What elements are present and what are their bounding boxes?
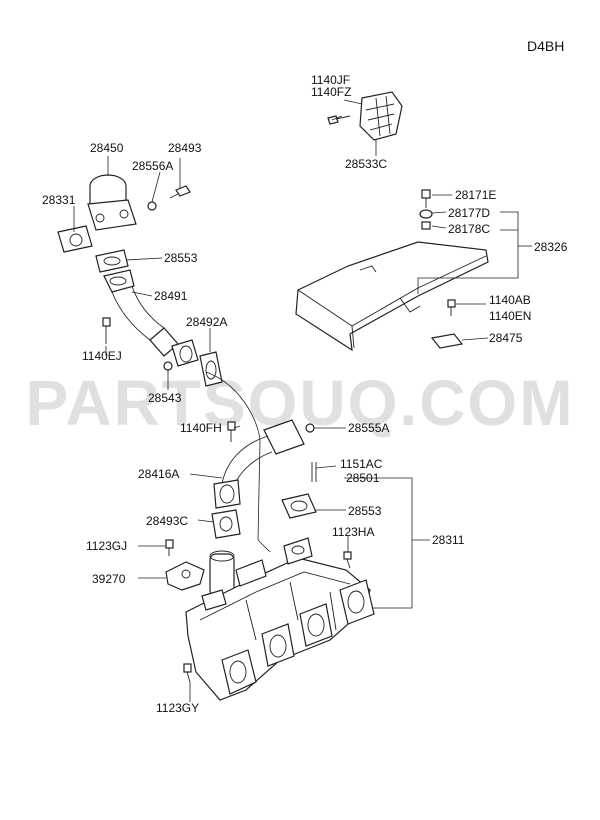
egr-pipe-28491-part	[103, 269, 199, 367]
label-28178c: 28178C	[448, 222, 490, 236]
egr-valve-28450-part	[87, 174, 137, 231]
nut-28543	[163, 361, 173, 371]
gasket-28553-top	[95, 249, 129, 273]
bracket-28475	[430, 333, 464, 349]
label-1140ab: 1140AB	[489, 293, 531, 307]
label-28491: 28491	[154, 289, 188, 303]
label-28533c: 28533C	[345, 157, 387, 171]
label-1140en: 1140EN	[489, 309, 531, 323]
washer-28177d	[419, 209, 433, 219]
gasket-28493c	[211, 509, 241, 539]
stud-28501	[311, 462, 317, 482]
nut-28556a	[147, 201, 157, 211]
label-28492a: 28492A	[186, 315, 227, 329]
label-28311: 28311	[432, 533, 465, 547]
label-28493: 28493	[168, 141, 202, 155]
egr-pipe-28416a-part	[213, 419, 305, 509]
watermark-text: PARTSOUQ.COM	[25, 367, 574, 439]
label-28501: 28501	[346, 471, 380, 485]
bolt-1123gj	[165, 539, 174, 556]
gasket-28331-part	[57, 225, 93, 253]
leader-lines	[73, 99, 532, 702]
label-28416a: 28416A	[138, 467, 179, 481]
label-28326: 28326	[534, 240, 568, 254]
gasket-28492a	[199, 351, 223, 387]
label-28331: 28331	[42, 193, 76, 207]
label-28556a: 28556A	[132, 159, 173, 173]
label-28171e: 28171E	[455, 188, 496, 202]
label-28493c: 28493C	[146, 514, 188, 528]
engine-code: D4BH	[527, 38, 564, 54]
exhaust-manifold-28311-part	[185, 537, 375, 701]
gasket-28553-mid	[281, 493, 317, 519]
label-1140ej: 1140EJ	[82, 349, 122, 363]
sensor-39270-part	[165, 561, 205, 591]
label-28555a: 28555A	[348, 421, 389, 435]
bolt-1123ha	[343, 551, 352, 569]
label-28553-top: 28553	[164, 251, 198, 265]
label-1140jf: 1140JF	[311, 73, 350, 87]
bolt-1140ab	[447, 299, 456, 316]
label-1140fh: 1140FH	[180, 421, 222, 435]
bolt-1123gy	[183, 663, 192, 683]
bolt-1140fh	[227, 421, 236, 442]
label-1123ha: 1123HA	[332, 525, 374, 539]
label-1123gj: 1123GJ	[86, 539, 127, 553]
label-28450: 28450	[90, 141, 124, 155]
label-28543: 28543	[148, 391, 182, 405]
bracket-28533c-part	[359, 91, 403, 141]
grommet-28178c	[421, 221, 431, 230]
bolt-1140ej	[102, 317, 111, 344]
nut-28555a	[305, 423, 315, 433]
label-1151ac: 1151AC	[340, 457, 383, 471]
label-1123gy: 1123GY	[156, 701, 199, 715]
label-39270: 39270	[92, 572, 126, 586]
label-28177d: 28177D	[448, 206, 490, 220]
part-labels: 1140JF 1140FZ 28533C 28450 28493 28556A …	[42, 73, 568, 715]
bolt-28171e	[421, 189, 431, 208]
heat-shield-28326-part	[295, 241, 489, 352]
label-28553-mid: 28553	[348, 504, 382, 518]
bolt-28493	[169, 185, 191, 199]
label-1140fz: 1140FZ	[311, 85, 351, 99]
label-28475: 28475	[489, 331, 523, 345]
